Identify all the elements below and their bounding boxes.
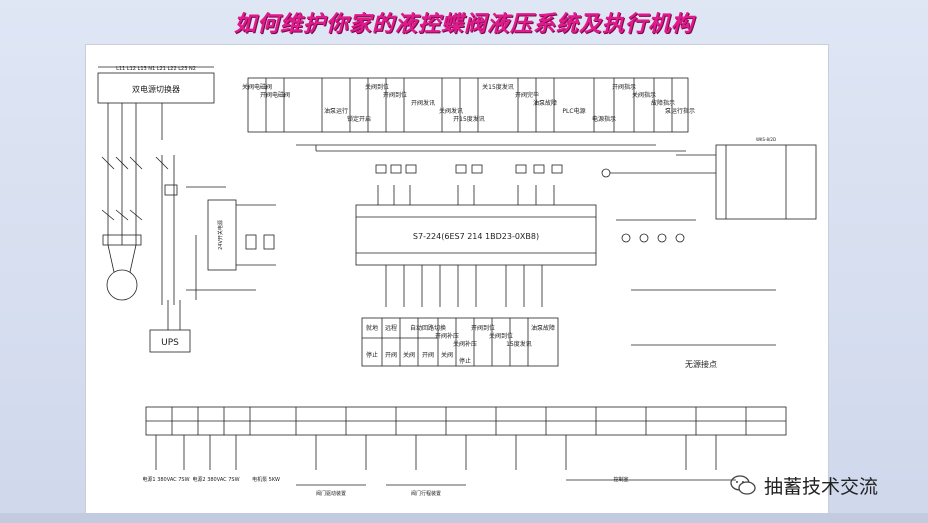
plc-model: S7-224(6ES7 214 1BD23-0XB8) [413, 232, 539, 241]
top-header-8: 关阀发讯 [439, 107, 463, 115]
bottom-header-top-7: 15度发讯 [506, 340, 532, 348]
top-header-3: 油泵运行 [324, 107, 348, 115]
bottom-header-bot-1: 开阀 [385, 351, 397, 359]
bottom-header-bot-4: 关阀 [441, 351, 453, 359]
slide-title: 如何维护你家的液控蝶阀液压系统及执行机构 [233, 11, 694, 37]
power-and-group-labels: 电源1 380VAC 7SW 电源2 380VAC 7SW 电机泵 5KW 阀门… [142, 476, 628, 497]
power-label-3: 电机泵 5KW [252, 476, 280, 483]
top-header-0: 关阀电磁阀 [242, 83, 272, 91]
bottom-header-top-4: 关阀补压 [453, 340, 477, 348]
bottom-header-top-6: 关阀到位 [489, 332, 513, 340]
top-header-labels: 关阀电磁阀 开阀电磁阀 油泵运行 锁定开启 关阀到位 开阀到位 开阀发讯 关阀发… [242, 83, 695, 123]
bottom-header-bot-5: 停止 [459, 357, 471, 365]
top-header-10: 关15度发讯 [482, 83, 514, 91]
power-label-1: 电源1 380VAC 7SW [142, 476, 189, 483]
top-header-4: 锁定开启 [347, 115, 371, 123]
schematic-slide: L11 L12 L13 N1 L21 L22 L23 N2 双电源切换器 UPS… [85, 44, 829, 514]
ups-label: UPS [161, 338, 179, 348]
top-header-16: 关阀指示 [632, 91, 656, 99]
bottom-header-top-1: 远程 [385, 324, 397, 332]
bottom-header-top-8: 油泵故障 [531, 324, 555, 332]
watermark: 抽蓄技术交流 [730, 470, 878, 500]
top-header-17: 故障指示 [651, 99, 675, 107]
top-header-15: 开阀指示 [612, 83, 636, 91]
wechat-icon [730, 475, 756, 495]
top-header-1: 开阀电磁阀 [260, 91, 290, 99]
top-header-6: 开阀到位 [383, 91, 407, 99]
group-label-control: 控制室 [613, 476, 628, 483]
group-label-travel: 阀门行程装置 [411, 490, 441, 497]
bottom-header-bot-3: 开阀 [422, 351, 434, 359]
top-header-14: 电源指示 [592, 115, 616, 123]
top-header-13: PLC电源 [562, 107, 585, 115]
bottom-header-labels: 就地 远程 自动回路切换 开阀补压 关阀补压 开阀到位 关阀到位 15度发讯 油… [366, 324, 555, 365]
top-header-18: 泵运行指示 [665, 107, 695, 115]
watermark-text: 抽蓄技术交流 [764, 475, 879, 498]
wiring-schematic: L11 L12 L13 N1 L21 L22 L23 N2 双电源切换器 UPS… [97, 66, 817, 497]
bottom-header-top-2: 自动回路切换 [410, 324, 446, 332]
top-header-12: 油泵故障 [533, 99, 557, 107]
power-label-2: 电源2 380VAC 7SW [192, 476, 239, 483]
top-header-5: 关阀到位 [365, 83, 389, 91]
switch-terminals: L11 L12 L13 N1 L21 L22 L23 N2 [116, 66, 196, 72]
bottom-header-top-0: 就地 [366, 324, 378, 332]
group-label-drive: 阀门驱动装置 [316, 490, 346, 497]
bottom-header-bot-2: 关阀 [403, 351, 415, 359]
dry-contacts-label: 无源接点 [685, 359, 717, 369]
bottom-header-top-3: 开阀补压 [435, 332, 459, 340]
top-header-9: 开15度发讯 [453, 115, 485, 123]
bottom-header-top-5: 开阀到位 [471, 324, 495, 332]
switch-label: 双电源切换器 [132, 84, 180, 94]
relay-box-label: WKS-8/2D [756, 137, 776, 142]
dc-supply-label: 24V开关电源 [217, 220, 224, 250]
bottom-bar [0, 513, 928, 523]
bottom-header-bot-0: 停止 [366, 351, 378, 359]
top-header-11: 开阀完毕 [515, 91, 539, 99]
top-header-7: 开阀发讯 [411, 99, 435, 107]
